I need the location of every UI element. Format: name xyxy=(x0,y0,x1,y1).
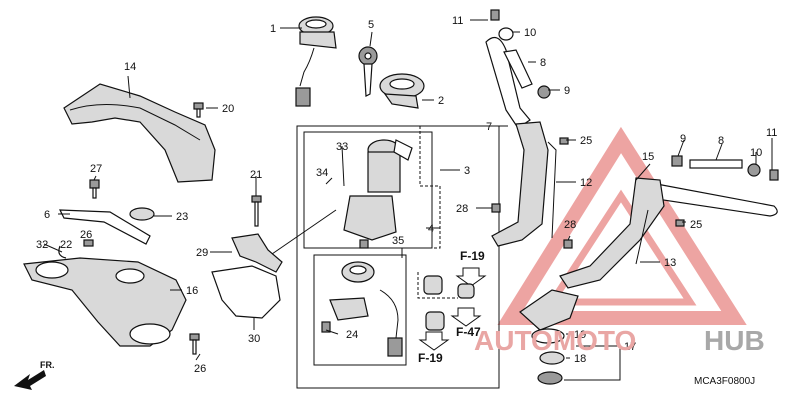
label-8-right: 8 xyxy=(718,135,724,147)
ref-f19-right: F-19 xyxy=(460,249,485,263)
label-28: 28 xyxy=(456,203,468,215)
label-1: 1 xyxy=(270,23,276,35)
label-7: 7 xyxy=(486,121,492,133)
label-28-right: 28 xyxy=(564,219,576,231)
label-25-right: 25 xyxy=(690,219,702,231)
label-11: 11 xyxy=(452,15,463,27)
label-33: 33 xyxy=(336,141,348,153)
label-3: 3 xyxy=(464,165,470,177)
label-14: 14 xyxy=(124,61,136,73)
watermark-part1: AUTOMOTO xyxy=(474,325,636,356)
label-30: 30 xyxy=(248,333,260,345)
label-8: 8 xyxy=(540,57,546,69)
label-22: 22 xyxy=(60,239,72,251)
label-9: 9 xyxy=(564,85,570,97)
switch-cover-part xyxy=(379,73,425,109)
label-26b: 26 xyxy=(80,229,92,241)
part-number-labels: 1 2 3 4 5 6 7 8 9 10 11 12 13 14 15 16 1… xyxy=(36,15,777,375)
label-10-right: 10 xyxy=(750,147,762,159)
label-26: 26 xyxy=(194,363,206,375)
label-20: 20 xyxy=(222,103,234,115)
label-17: 17 xyxy=(624,341,636,353)
label-34: 34 xyxy=(316,167,328,179)
label-11-right: 11 xyxy=(766,127,777,139)
lock-assembly-box xyxy=(296,125,500,389)
label-24: 24 xyxy=(346,329,358,341)
reference-arrows xyxy=(417,267,487,351)
label-4: 4 xyxy=(428,223,434,235)
top-cover-part xyxy=(63,83,216,183)
label-29: 29 xyxy=(196,247,208,259)
label-10: 10 xyxy=(524,27,536,39)
leader-lines xyxy=(43,19,773,381)
ignition-switch-body xyxy=(343,139,413,249)
handlebar-clamp-parts xyxy=(519,289,579,385)
watermark-logo xyxy=(497,126,747,325)
bolt-20 xyxy=(193,102,204,118)
label-25: 25 xyxy=(580,135,592,147)
left-handlebar-part xyxy=(485,9,569,247)
ignition-cylinder-part xyxy=(295,16,337,107)
label-5: 5 xyxy=(368,19,374,31)
label-12: 12 xyxy=(580,177,592,189)
watermark-part2: HUB xyxy=(704,325,765,356)
label-16: 16 xyxy=(186,285,198,297)
label-21: 21 xyxy=(250,169,262,181)
ref-f47: F-47 xyxy=(456,325,481,339)
key-part xyxy=(358,46,378,97)
label-19: 19 xyxy=(574,329,586,341)
label-18: 18 xyxy=(574,353,586,365)
label-13: 13 xyxy=(664,257,676,269)
direction-label: FR. xyxy=(40,360,55,370)
label-15: 15 xyxy=(642,151,654,163)
bracket-parts xyxy=(211,195,283,319)
steering-bridge-part xyxy=(23,179,200,355)
label-23: 23 xyxy=(176,211,188,223)
ref-f19-left: F-19 xyxy=(418,351,443,365)
label-32: 32 xyxy=(36,239,48,251)
label-2: 2 xyxy=(438,95,444,107)
label-9-right: 9 xyxy=(680,133,686,145)
diagram-code: MCA3F0800J xyxy=(694,376,755,387)
seat-lock-parts xyxy=(321,261,403,357)
label-27: 27 xyxy=(90,163,102,175)
label-35: 35 xyxy=(392,235,404,247)
label-6: 6 xyxy=(44,209,50,221)
front-direction-arrow: FR. xyxy=(14,360,55,390)
watermark-text: AUTOMOTO HUB xyxy=(474,325,765,356)
